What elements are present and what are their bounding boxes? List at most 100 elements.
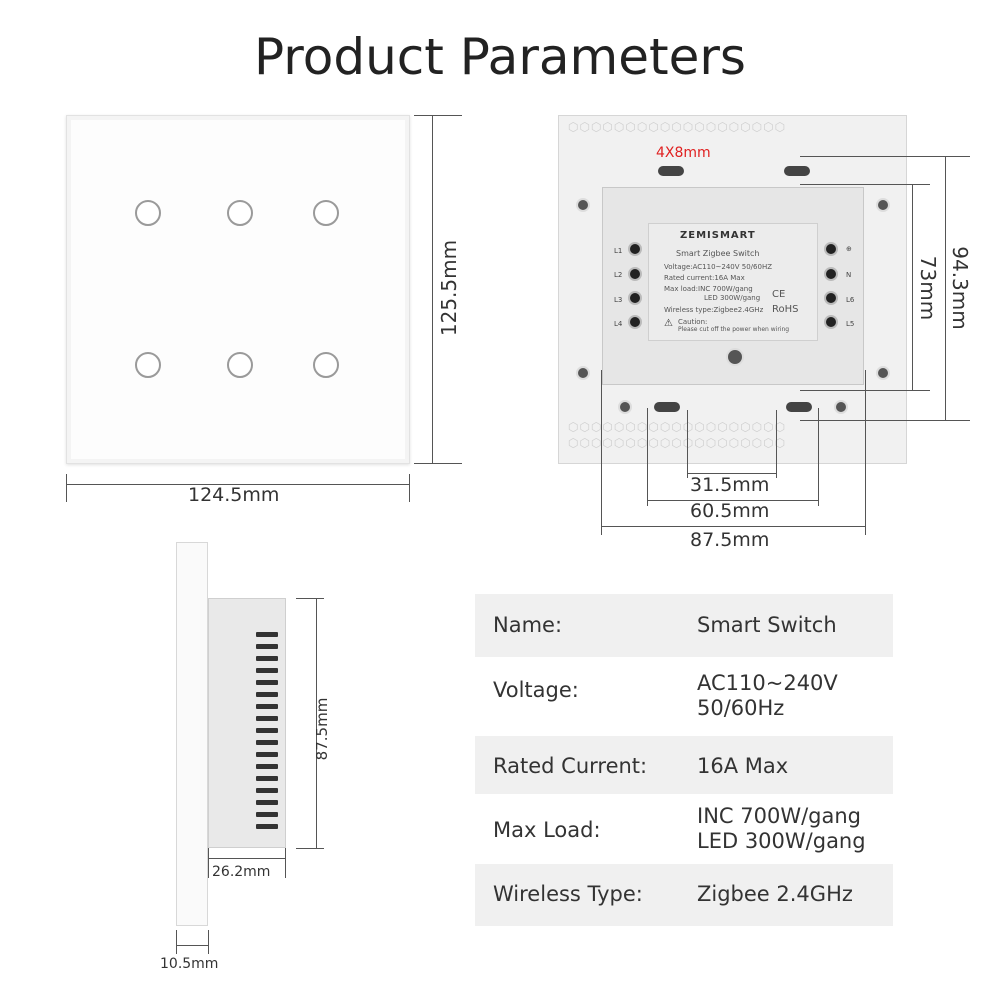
height-label: 125.5mm: [437, 239, 461, 337]
dimension-tick: [800, 156, 970, 157]
dimension-tick: [818, 408, 819, 506]
module-label-area: [648, 223, 818, 341]
module-load-led: LED 300W/gang: [704, 294, 761, 302]
hole-size-label: 4X8mm: [656, 145, 711, 161]
dimension-tick: [176, 930, 177, 954]
terminal-label: L1: [614, 247, 623, 255]
touch-key-3: [313, 200, 339, 226]
terminal-screw: [824, 242, 838, 256]
dimension-tick: [414, 463, 462, 464]
vent-slot: [256, 812, 278, 817]
dimension-tick: [296, 848, 324, 849]
terminal-screw: [628, 242, 642, 256]
side-height-dimension-line: [316, 598, 317, 848]
dimension-tick: [687, 410, 688, 478]
dimension-tick: [647, 408, 648, 506]
terminal-label: L5: [846, 320, 855, 328]
ce-mark: CE: [772, 289, 786, 300]
depth-dimension-line: [208, 858, 286, 859]
dimension-tick: [601, 370, 602, 535]
spec-label: Name:: [493, 613, 563, 637]
terminal-screw: [628, 315, 642, 329]
vent-slot: [256, 740, 278, 745]
module-voltage: Voltage:AC110~240V 50/60HZ: [664, 263, 773, 271]
spec-value: AC110~240V: [697, 671, 838, 695]
module-caution-text: Please cut off the power when wiring: [678, 326, 790, 333]
spec-value: LED 300W/gang: [697, 829, 866, 853]
mounting-hole: [576, 198, 590, 212]
dimension-tick: [800, 184, 930, 185]
warning-icon: ⚠: [664, 318, 673, 329]
vent-slot: [256, 752, 278, 757]
dimension-line-87: [601, 526, 865, 527]
spec-label: Wireless Type:: [493, 882, 643, 906]
panel-thickness-label: 10.5mm: [160, 956, 219, 972]
width-label: 124.5mm: [188, 484, 280, 506]
module-current: Rated current:16A Max: [664, 274, 745, 282]
vent-slot: [256, 776, 278, 781]
honeycomb-texture: ⬡⬡⬡⬡⬡⬡⬡⬡⬡⬡⬡⬡⬡⬡⬡⬡⬡⬡⬡: [568, 420, 787, 434]
mounting-hole: [576, 366, 590, 380]
touch-key-6: [313, 352, 339, 378]
terminal-screw: [824, 315, 838, 329]
dimension-tick: [409, 474, 410, 502]
spec-label: Max Load:: [493, 818, 601, 842]
dim-60-label: 60.5mm: [690, 500, 770, 522]
terminal-screw: [628, 267, 642, 281]
module-load-inc: Max load:INC 700W/gang: [664, 285, 753, 293]
vent-slot: [256, 680, 278, 685]
spec-row: Wireless Type: Zigbee 2.4GHz: [475, 864, 893, 926]
module-product: Smart Zigbee Switch: [676, 249, 760, 258]
side-body: [208, 598, 286, 848]
touch-key-5: [227, 352, 253, 378]
mounting-slot: [658, 166, 684, 176]
terminal-label: L3: [614, 296, 623, 304]
dimension-tick: [208, 848, 209, 878]
vent-slot: [256, 692, 278, 697]
dimension-tick: [296, 598, 324, 599]
mounting-slot: [654, 402, 680, 412]
terminal-screw: [824, 291, 838, 305]
dimension-tick: [414, 115, 462, 116]
module-caution: Caution:: [678, 318, 708, 326]
touch-key-4: [135, 352, 161, 378]
mounting-slot: [786, 402, 812, 412]
module-brand: ZEMISMART: [680, 230, 756, 241]
terminal-label: N: [846, 271, 852, 279]
inner-height-label: 73mm: [916, 255, 940, 321]
spec-value: Zigbee 2.4GHz: [697, 882, 853, 906]
spec-value: INC 700W/gang: [697, 804, 862, 828]
spec-row: Name: Smart Switch: [475, 594, 893, 657]
vent-slot: [256, 764, 278, 769]
page-title: Product Parameters: [254, 28, 746, 86]
spec-row: Voltage: AC110~240V 50/60Hz: [475, 657, 893, 729]
spec-value: 50/60Hz: [697, 696, 785, 720]
spec-value: 16A Max: [697, 754, 789, 778]
dimension-tick: [66, 474, 67, 502]
terminal-label: ⊕: [846, 245, 852, 253]
vent-slot: [256, 704, 278, 709]
spec-row: Rated Current: 16A Max: [475, 736, 893, 794]
terminal-label: L6: [846, 296, 855, 304]
vent-slot: [256, 644, 278, 649]
width-dimension-line: [66, 484, 410, 485]
rohs-mark: RoHS: [772, 304, 799, 315]
spec-label: Voltage:: [493, 678, 579, 702]
dimension-tick: [865, 370, 866, 535]
vent-slot: [256, 716, 278, 721]
dimension-tick: [208, 930, 209, 954]
dim-31-label: 31.5mm: [690, 474, 770, 496]
side-panel: [176, 542, 208, 926]
depth-label: 26.2mm: [212, 864, 271, 880]
vent-slot: [256, 728, 278, 733]
mounting-hole: [618, 400, 632, 414]
mounting-hole: [876, 366, 890, 380]
terminal-screw: [824, 267, 838, 281]
module-wireless: Wireless type:Zigbee2.4GHz: [664, 306, 764, 314]
center-screw: [726, 348, 744, 366]
honeycomb-texture: ⬡⬡⬡⬡⬡⬡⬡⬡⬡⬡⬡⬡⬡⬡⬡⬡⬡⬡⬡: [568, 436, 787, 450]
touch-key-2: [227, 200, 253, 226]
honeycomb-texture: ⬡⬡⬡⬡⬡⬡⬡⬡⬡⬡⬡⬡⬡⬡⬡⬡⬡⬡⬡: [568, 120, 787, 134]
outer-height-dimension-line: [945, 156, 946, 420]
mounting-hole: [876, 198, 890, 212]
